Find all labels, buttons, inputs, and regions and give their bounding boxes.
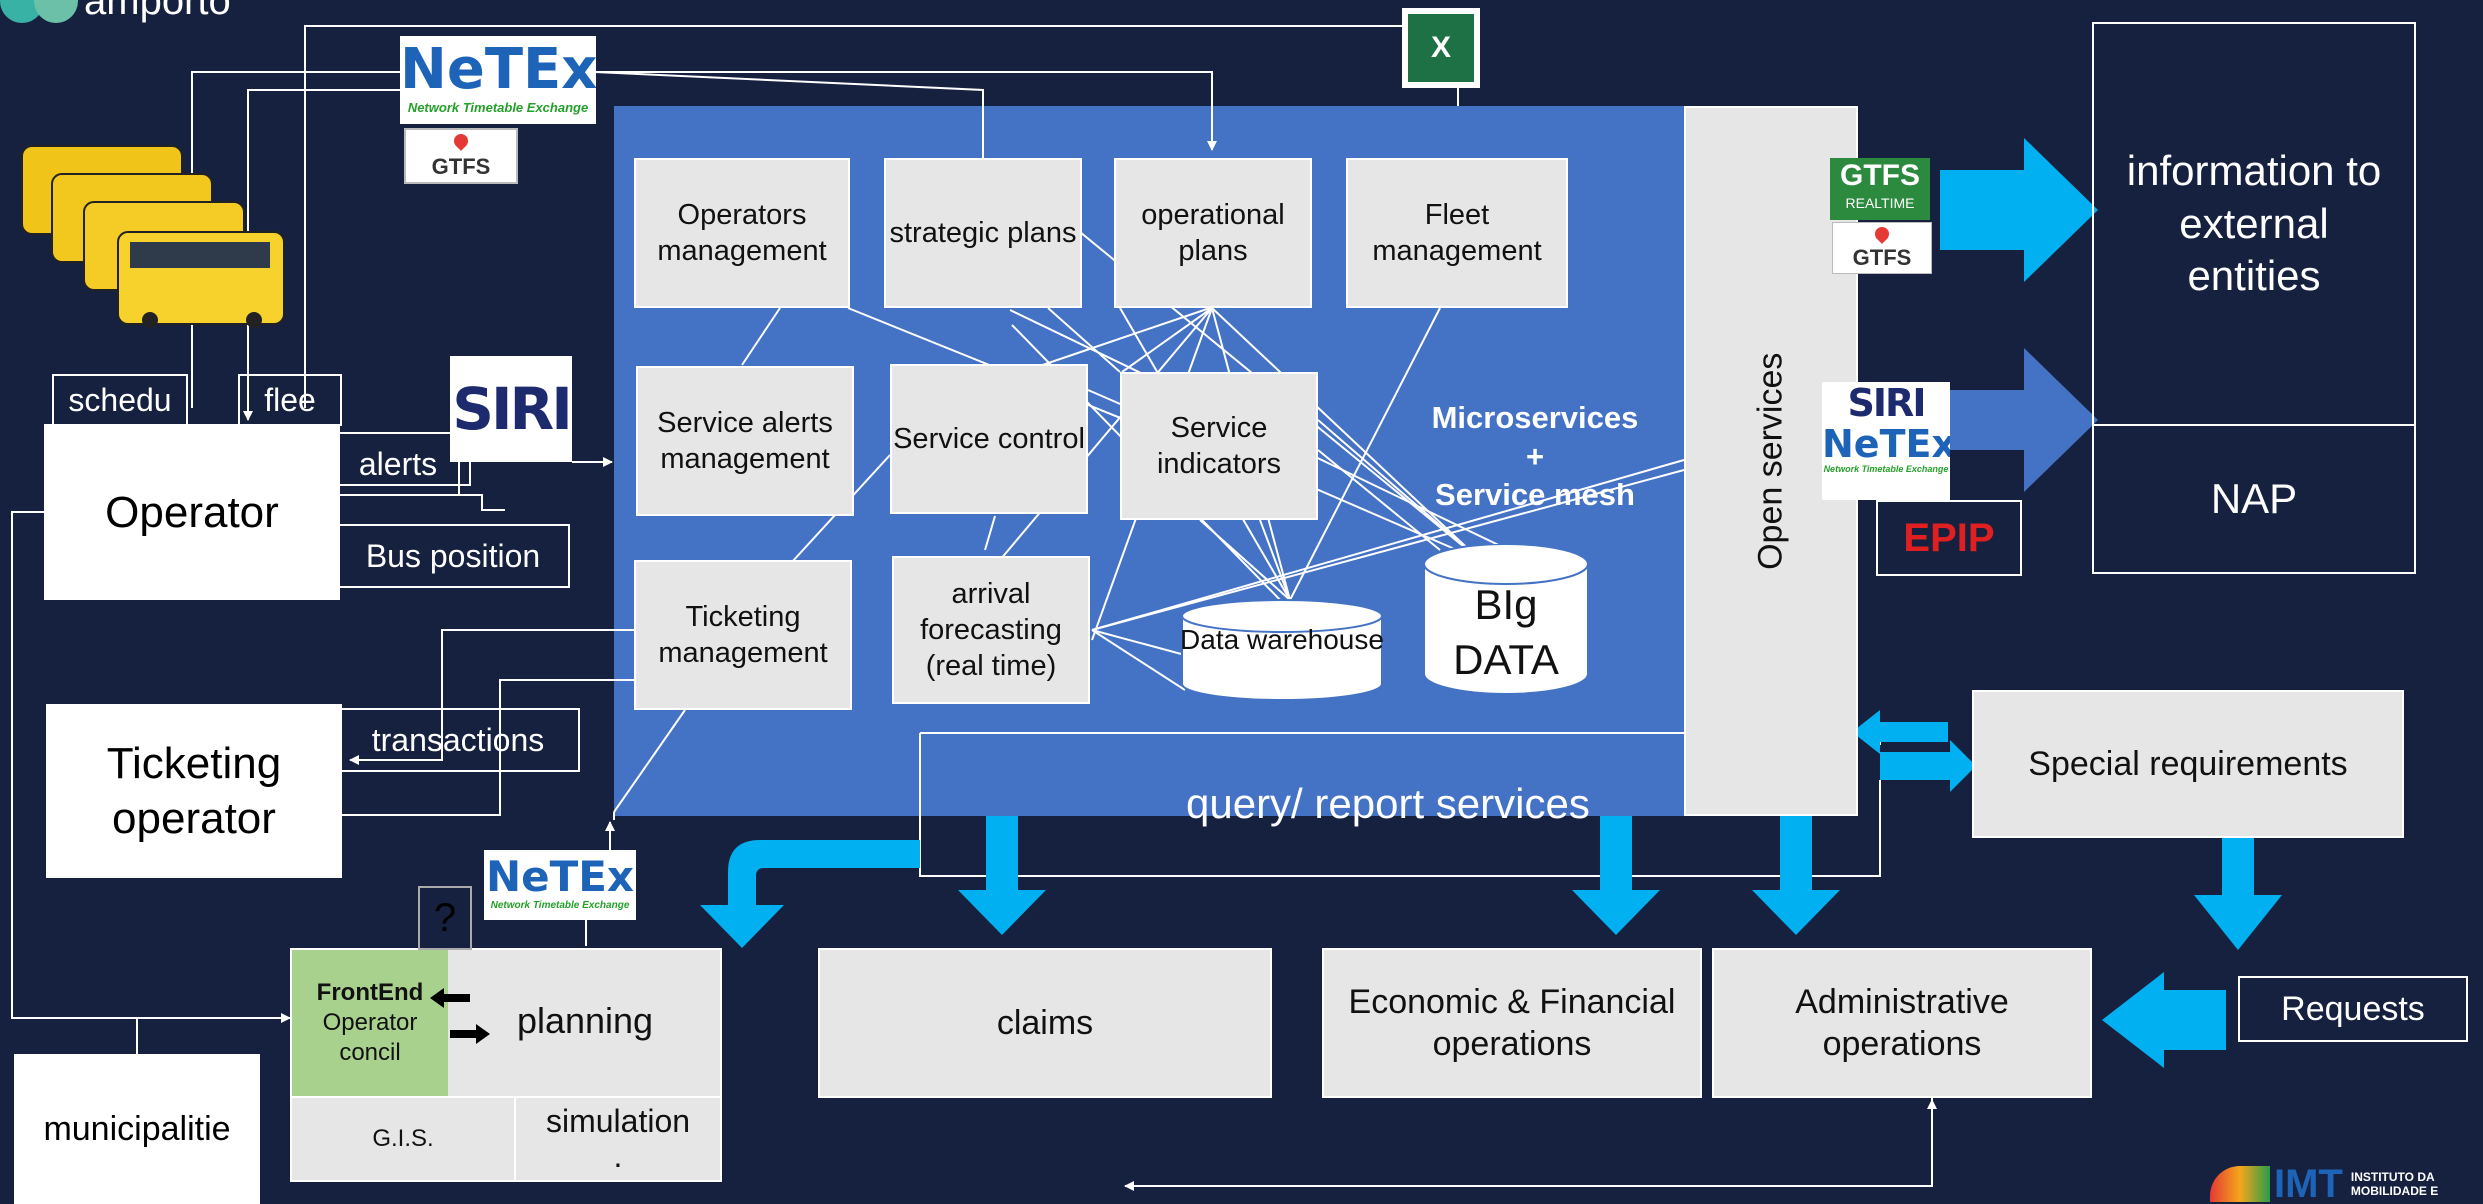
information-external-box: information to external entities — [2092, 22, 2416, 426]
service-alerts-module: Service alerts management — [636, 366, 854, 516]
frontend-operator-council: FrontEnd Operator concil — [292, 950, 448, 1096]
service-control-module: Service control — [890, 364, 1088, 514]
gtfs-logo-right: GTFS — [1832, 222, 1932, 274]
gtfs-logo: GTFS — [404, 128, 518, 184]
arrow-right-icon — [450, 1024, 490, 1044]
map-pin-icon — [1872, 224, 1892, 244]
administrative-operations-box: Administrative operations — [1712, 948, 2092, 1098]
map-pin-icon — [451, 131, 471, 151]
operational-plans-module: operational plans — [1114, 158, 1312, 308]
logo-circle-icon — [0, 0, 44, 23]
gis-box: G.I.S. — [292, 1096, 516, 1180]
nap-box: NAP — [2092, 424, 2416, 574]
excel-icon: X — [1402, 8, 1480, 88]
query-report-label: query/ report services — [1186, 780, 1590, 827]
question-box: ? — [418, 886, 472, 950]
big-data-label: BIg DATA — [1453, 581, 1559, 683]
municipality-box: municipalitie — [14, 1054, 260, 1204]
arrival-forecasting-module: arrival forecasting (real time) — [892, 556, 1090, 704]
schedule-label: schedu — [52, 374, 188, 426]
service-indicators-module: Service indicators — [1120, 372, 1318, 520]
fleet-management-module: Fleet management — [1346, 158, 1568, 308]
bus-fleet-icon — [21, 145, 285, 328]
netex-logo: NeTEx Network Timetable Exchange — [400, 36, 596, 124]
claims-box: claims — [818, 948, 1272, 1098]
imt-swoosh-icon — [2210, 1166, 2270, 1202]
transactions-label: transactions — [336, 708, 580, 772]
data-warehouse-label: Data warehouse — [1180, 624, 1384, 655]
bus-position-label: Bus position — [336, 524, 570, 588]
epip-label: EPIP — [1876, 500, 2022, 576]
brand-name: amporto — [84, 0, 231, 23]
ticketing-management-module: Ticketing management — [634, 560, 852, 710]
planning-label: planning — [516, 1000, 654, 1041]
siri-logo: SIRI — [450, 356, 572, 462]
arrow-left-icon — [430, 988, 470, 1008]
operator-box: Operator — [44, 424, 340, 600]
gtfs-realtime-logo: GTFS REALTIME — [1830, 158, 1930, 220]
economic-financial-box: Economic & Financial operations — [1322, 948, 1702, 1098]
fleet-label: flee — [238, 374, 342, 426]
logo-circle-icon — [34, 0, 78, 23]
imt-logo: IMT INSTITUTO DA MOBILIDADE E — [2210, 1162, 2438, 1204]
special-requirements-box: Special requirements — [1972, 690, 2404, 838]
microservices-label: Microservices + Service mesh — [1431, 399, 1639, 513]
strategic-plans-module: strategic plans — [884, 158, 1082, 308]
alerts-label: alerts — [336, 432, 460, 496]
big-data-cylinder — [1423, 544, 1589, 695]
operators-management-module: Operators management — [634, 158, 850, 308]
data-warehouse-cylinder — [1181, 599, 1383, 701]
requests-box: Requests — [2238, 976, 2468, 1042]
ticketing-operator-box: Ticketing operator — [46, 704, 342, 878]
brand-logo: amporto — [0, 0, 231, 24]
netex-logo-bottom: NeTEx Network Timetable Exchange — [484, 850, 636, 920]
siri-netex-logo: SIRI NeTEx Network Timetable Exchange — [1822, 382, 1950, 500]
simulation-box: simulation . — [516, 1096, 720, 1180]
